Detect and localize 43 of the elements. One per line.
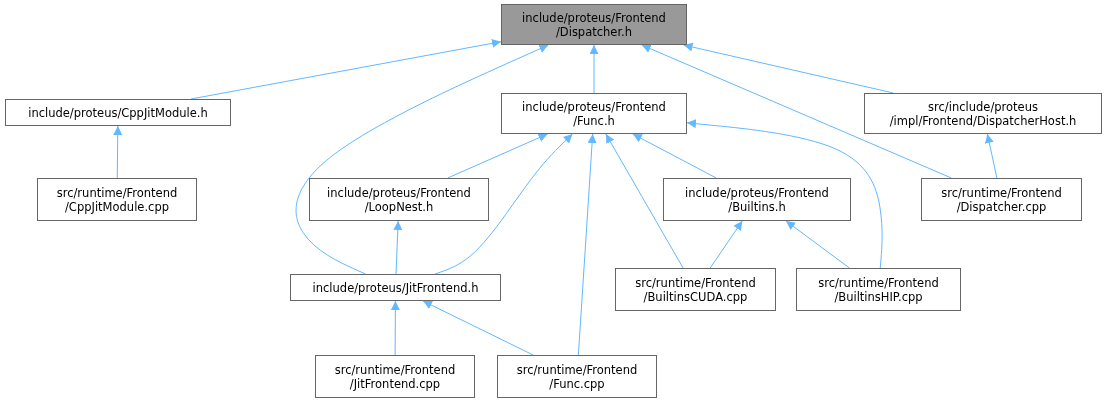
file-path: include/proteus/Frontend /LoopNest.h [326, 185, 472, 214]
file-box [864, 93, 1102, 134]
file-box [315, 355, 475, 398]
arrow [434, 133, 573, 275]
arrow [984, 133, 998, 179]
file-path: src/runtime/Frontend /CppJitModule.cpp [55, 185, 179, 214]
arrow [686, 119, 883, 269]
arrow [295, 44, 549, 275]
arrow [785, 220, 850, 269]
file-path: src/runtime/Frontend /Func.cpp [515, 362, 639, 391]
arrow [709, 220, 743, 269]
file-box [796, 268, 961, 311]
file-path: src/include/proteus /impl/Frontend/DispatcherHost.h [888, 99, 1078, 128]
arrow [577, 133, 597, 356]
arrow [683, 42, 894, 94]
file-box [663, 178, 851, 221]
arrow [641, 44, 952, 179]
arrow [632, 133, 717, 179]
file-path: include/proteus/Frontend /Builtins.h [684, 185, 830, 214]
arrow [447, 133, 548, 179]
file-path: include/proteus/Frontend /Dispatcher.h [521, 10, 667, 39]
file-path: src/runtime/Frontend /Dispatcher.cpp [940, 185, 1063, 214]
highlighted-file-box [501, 4, 687, 45]
arrow [589, 44, 599, 94]
arrow [422, 300, 534, 356]
file-path: src/runtime/Frontend /BuiltinsHIP.cpp [817, 275, 940, 304]
file-path: include/proteus/JitFrontend.h [312, 280, 479, 295]
file-box [921, 178, 1082, 221]
file-box [497, 355, 657, 398]
file-path: include/proteus/CppJitModule.h [28, 105, 208, 120]
arrow [113, 125, 123, 179]
arrow [390, 300, 400, 356]
file-box [5, 99, 231, 126]
arrow [605, 133, 684, 269]
file-box [309, 178, 489, 221]
file-box [615, 268, 776, 311]
arrow [393, 220, 403, 275]
file-path: src/runtime/Frontend /BuiltinsCUDA.cpp [634, 275, 757, 304]
file-path: include/proteus/Frontend /Func.h [521, 99, 667, 128]
file-path: src/runtime/Frontend /JitFrontend.cpp [333, 362, 457, 391]
file-box [501, 93, 687, 134]
file-box [37, 178, 197, 221]
file-box [290, 274, 501, 301]
